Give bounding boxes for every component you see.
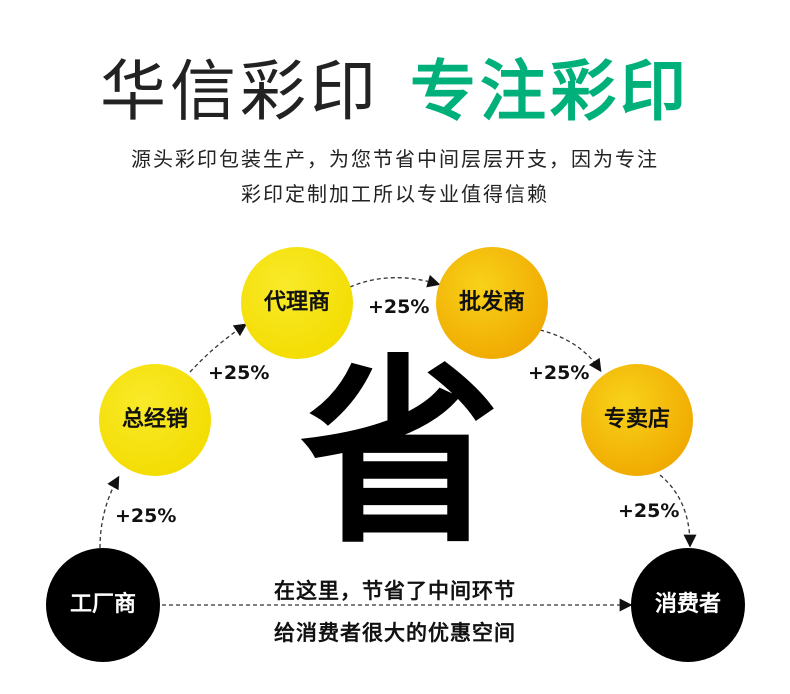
arrow-agent-wholesale bbox=[349, 274, 441, 288]
markup-label: +25% bbox=[528, 362, 590, 384]
node-wholesale: 批发商 bbox=[458, 290, 525, 315]
node-agent-circle bbox=[241, 247, 353, 359]
node-agent: 代理商 bbox=[263, 290, 330, 315]
arrow-factory-general bbox=[99, 475, 120, 549]
subtitle-line-2: 彩印定制加工所以专业值得信赖 bbox=[241, 182, 549, 206]
subtitle-line-1: 源头彩印包装生产，为您节省中间层层开支，因为专注 bbox=[131, 147, 659, 171]
markup-label: +25% bbox=[618, 500, 680, 522]
node-store: 专卖店 bbox=[603, 407, 670, 432]
node-factory-circle bbox=[46, 548, 160, 662]
node-consumer-circle bbox=[631, 548, 745, 662]
brand-title: 华信彩印 bbox=[100, 53, 380, 130]
note-line-2: 给消费者很大的优惠空间 bbox=[274, 621, 516, 645]
note-line-1: 在这里，节省了中间环节 bbox=[274, 579, 516, 603]
node-factory: 工厂商 bbox=[69, 592, 136, 617]
arrow-wholesale-store bbox=[539, 329, 602, 373]
node-general-circle bbox=[99, 364, 211, 476]
markup-label: +25% bbox=[208, 362, 270, 384]
node-general: 总经销 bbox=[121, 407, 188, 432]
markup-label: +25% bbox=[115, 505, 177, 527]
node-store-circle bbox=[581, 364, 693, 476]
node-consumer: 消费者 bbox=[654, 592, 721, 617]
node-wholesale-circle bbox=[436, 247, 548, 359]
markup-label: +25% bbox=[368, 296, 430, 318]
arrow-store-consumer bbox=[659, 474, 697, 548]
slogan-title: 专注彩印 bbox=[410, 53, 690, 130]
center-save-character: 省 bbox=[300, 338, 501, 571]
arrow-general-agent bbox=[189, 323, 248, 373]
